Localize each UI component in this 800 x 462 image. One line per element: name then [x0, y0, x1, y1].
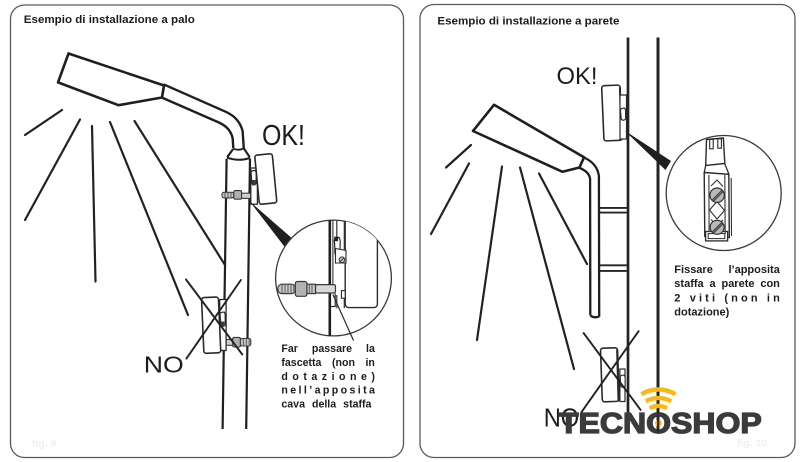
- svg-text:Fissare l’apposita: Fissare l’apposita: [674, 264, 780, 276]
- svg-text:staffa a parete con: staffa a parete con: [674, 278, 780, 290]
- svg-text:fig. 10: fig. 10: [737, 438, 768, 450]
- svg-text:Esempio di installazione a par: Esempio di installazione a parete: [437, 15, 619, 27]
- svg-text:OK!: OK!: [262, 120, 305, 152]
- svg-text:OK!: OK!: [557, 63, 598, 90]
- svg-text:fascetta (non in: fascetta (non in: [281, 357, 374, 369]
- svg-text:fig. 9: fig. 9: [32, 438, 57, 450]
- svg-text:Far passare la: Far passare la: [281, 343, 375, 355]
- svg-text:NO: NO: [544, 404, 580, 432]
- svg-text:2 viti (non in: 2 viti (non in: [674, 292, 780, 304]
- svg-text:Esempio di installazione a pal: Esempio di installazione a palo: [24, 14, 195, 26]
- svg-text:NO: NO: [144, 352, 184, 378]
- svg-text:dotazione): dotazione): [674, 307, 729, 319]
- svg-text:cava della staffa: cava della staffa: [281, 398, 371, 410]
- svg-text:nell’apposita: nell’apposita: [281, 385, 375, 397]
